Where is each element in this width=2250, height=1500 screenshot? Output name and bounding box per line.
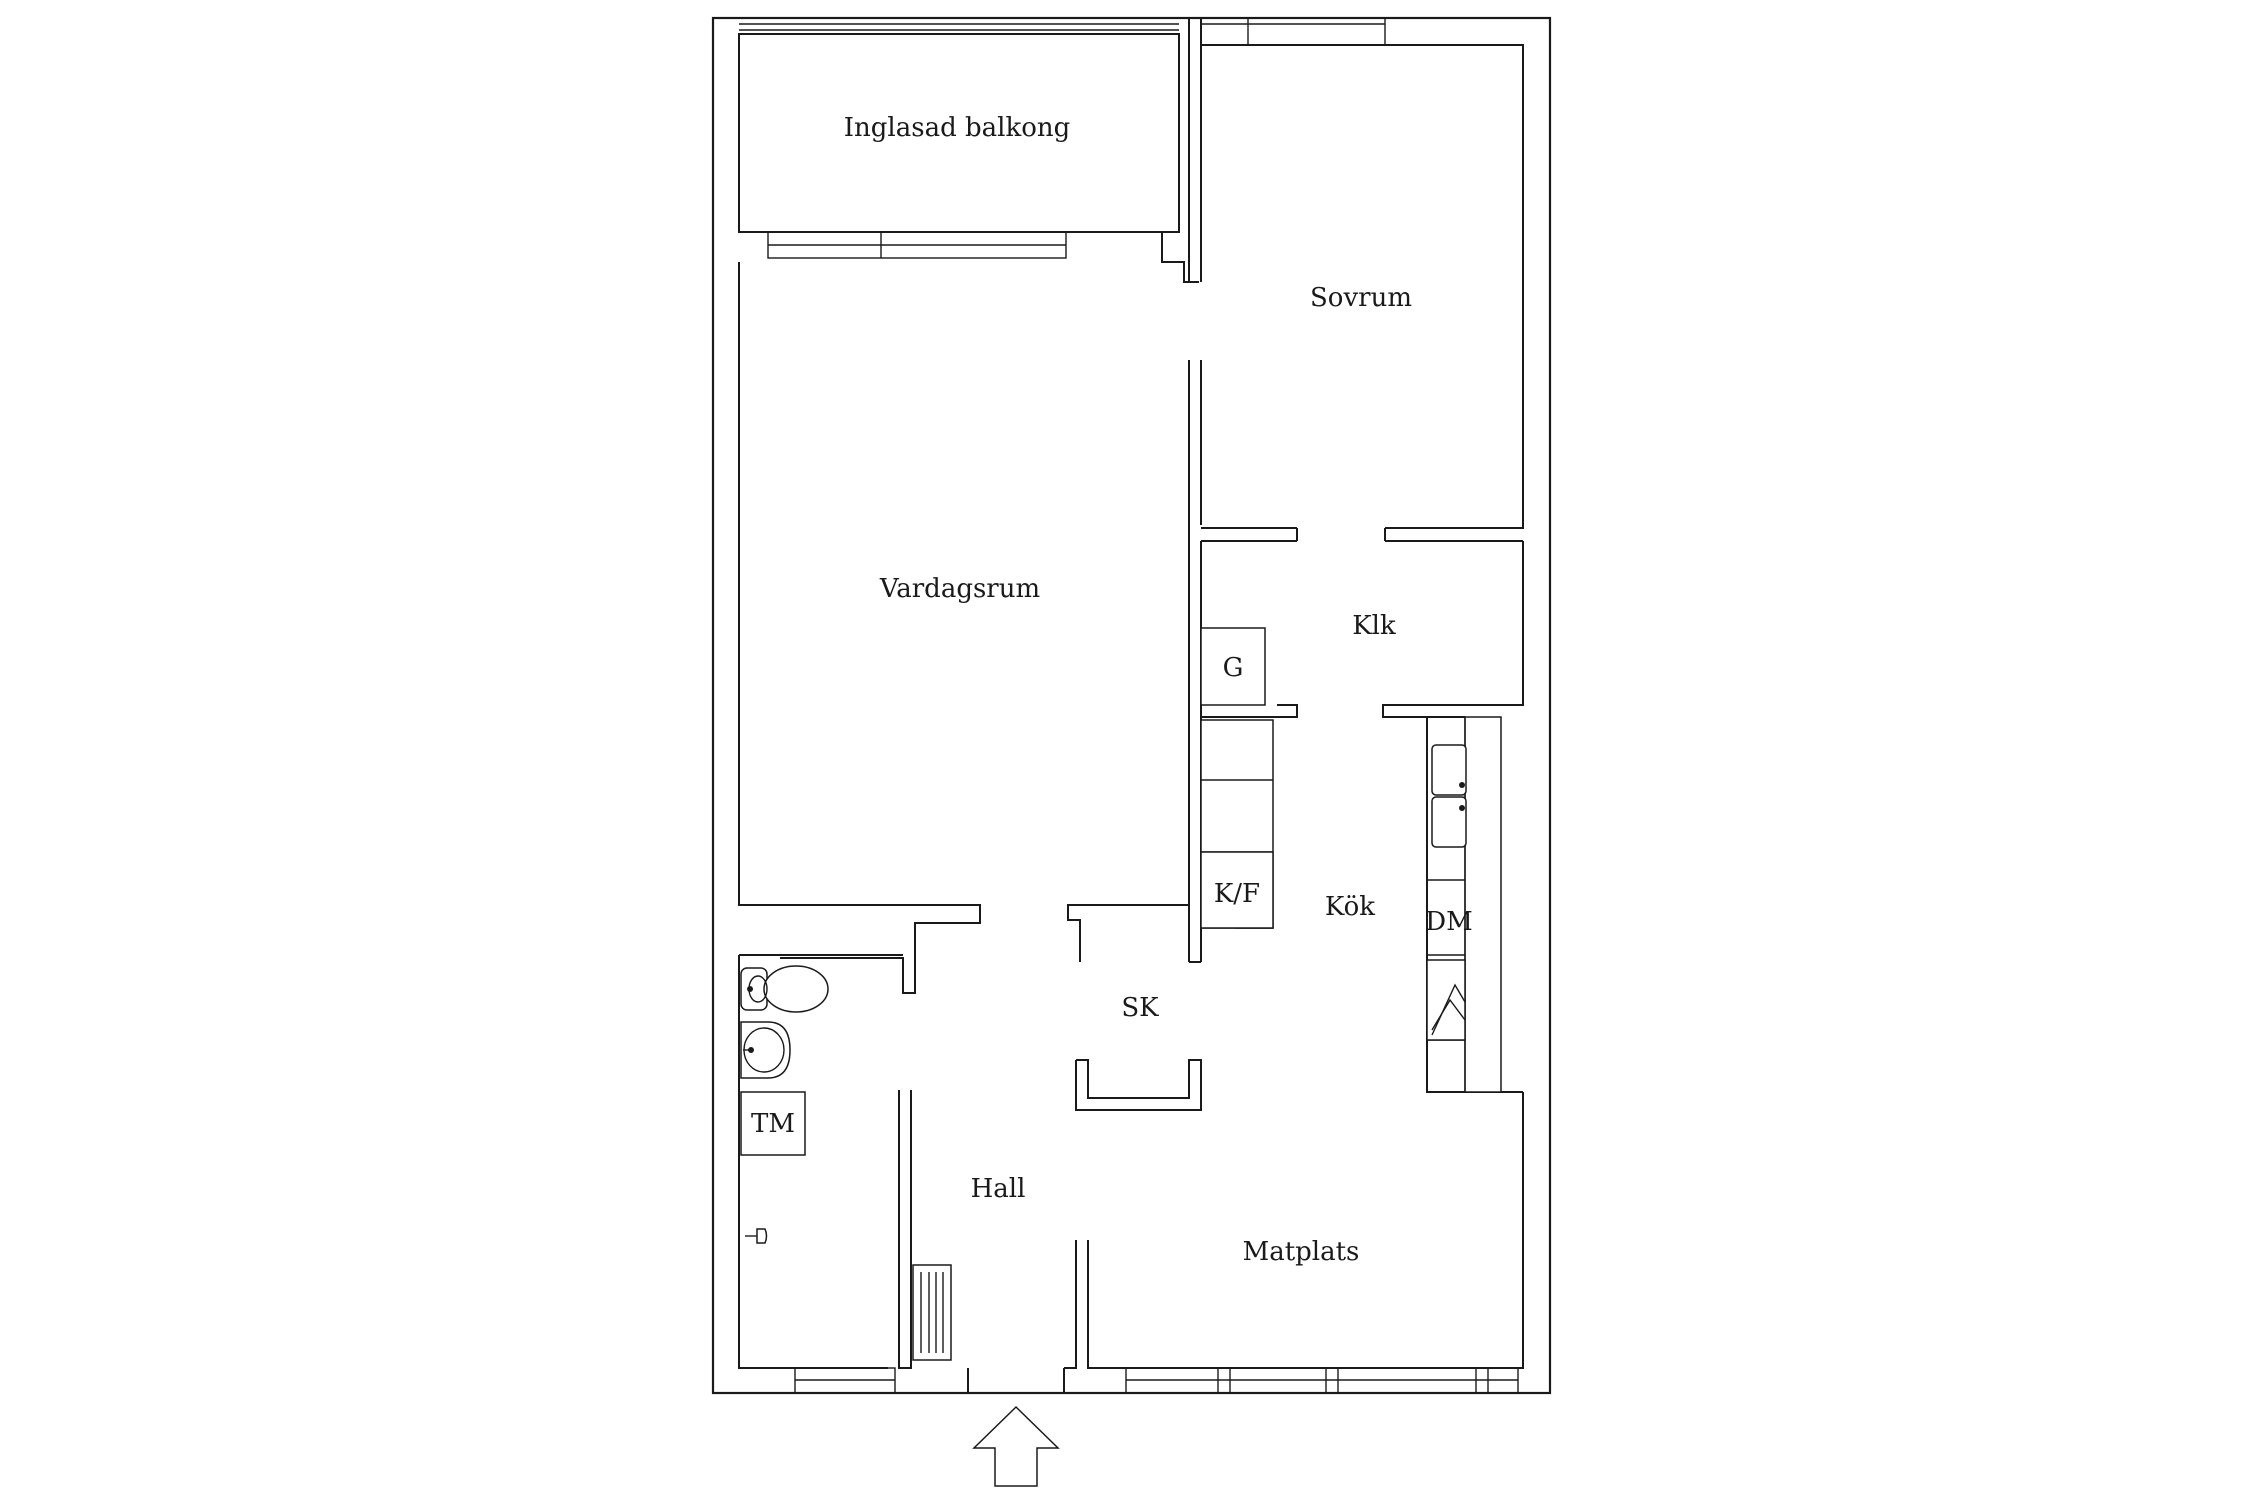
dishwasher-label: DM	[1425, 907, 1472, 937]
washing-machine-label: TM	[751, 1109, 795, 1139]
room-label-storage: SK	[1121, 993, 1159, 1023]
entrance-arrow-icon	[972, 1405, 1060, 1487]
room-label-walk-in-closet: Klk	[1352, 611, 1396, 641]
radiator-icon	[912, 1264, 952, 1361]
room-label-balcony: Inglasad balkong	[844, 113, 1070, 143]
room-label-dining: Matplats	[1243, 1237, 1360, 1267]
wardrobe-g-label: G	[1223, 653, 1244, 683]
room-label-kitchen: Kök	[1325, 892, 1375, 922]
washing-machine	[740, 1091, 806, 1156]
balcony-area	[738, 23, 1199, 283]
fridge-freezer	[1200, 851, 1274, 929]
stove-icon	[1426, 959, 1466, 1041]
room-label-hall: Hall	[971, 1174, 1026, 1204]
toilet-icon	[740, 965, 829, 1013]
room-label-bedroom: Sovrum	[1310, 283, 1412, 313]
bottom-windows	[794, 1367, 1519, 1394]
kitchen-counter	[1426, 716, 1502, 1093]
shower-icon	[745, 1228, 768, 1244]
washbasin-icon	[740, 1021, 791, 1079]
wardrobe-g	[1200, 627, 1266, 706]
fridge-freezer-label: K/F	[1214, 879, 1260, 909]
room-label-living-room: Vardagsrum	[879, 574, 1040, 604]
kitchen-sink-icon	[1431, 744, 1467, 848]
